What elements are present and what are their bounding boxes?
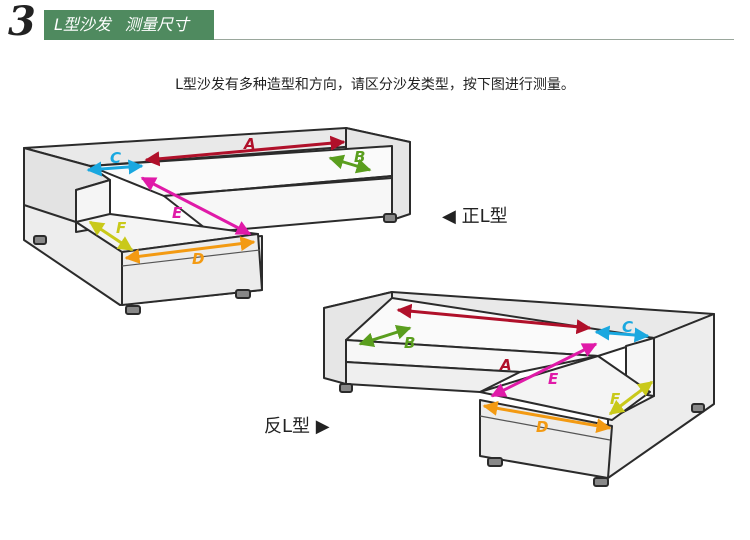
label-e-standard: E (172, 204, 183, 222)
label-f-reverse: F (610, 390, 621, 408)
dim-arrow-a-standard (144, 135, 346, 167)
title-tab: L型沙发测量尺寸 (44, 10, 214, 40)
header: 3 L型沙发测量尺寸 (0, 0, 750, 42)
label-f-standard: F (116, 219, 127, 237)
title-action: 测量尺寸 (124, 15, 189, 34)
header-rule (214, 39, 734, 40)
dim-arrow-d-reverse (482, 400, 612, 434)
dim-arrow-f-reverse (608, 380, 654, 416)
type-label-reverse: 反L型 ▶ (264, 416, 330, 437)
title-sofa-type: L型沙发 (54, 15, 111, 34)
dim-arrow-e-reverse (490, 342, 598, 398)
label-c-standard: C (110, 149, 121, 167)
label-e-reverse: E (548, 370, 559, 388)
dim-arrow-a-reverse (396, 303, 592, 335)
label-c-reverse: C (622, 318, 633, 336)
type-label-standard: ◀ 正L型 (442, 206, 508, 227)
label-a-reverse: A (499, 356, 512, 374)
label-a-standard: A (243, 135, 256, 153)
step-number: 3 (8, 0, 36, 45)
dim-arrow-c-reverse (594, 325, 650, 343)
label-b-standard: B (354, 148, 365, 166)
dim-arrow-d-standard (124, 236, 256, 264)
instruction-text: L型沙发有多种造型和方向，请区分沙发类型，按下图进行测量。 (175, 77, 575, 93)
dim-arrow-e-standard (140, 176, 252, 236)
label-b-reverse: B (404, 334, 415, 352)
dim-arrow-b-reverse (358, 324, 412, 348)
label-d-reverse: D (536, 418, 548, 436)
dim-arrow-c-standard (86, 159, 144, 177)
dim-arrow-b-standard (328, 154, 372, 174)
label-d-standard: D (192, 250, 204, 268)
standard-l-sofa (23, 127, 411, 315)
